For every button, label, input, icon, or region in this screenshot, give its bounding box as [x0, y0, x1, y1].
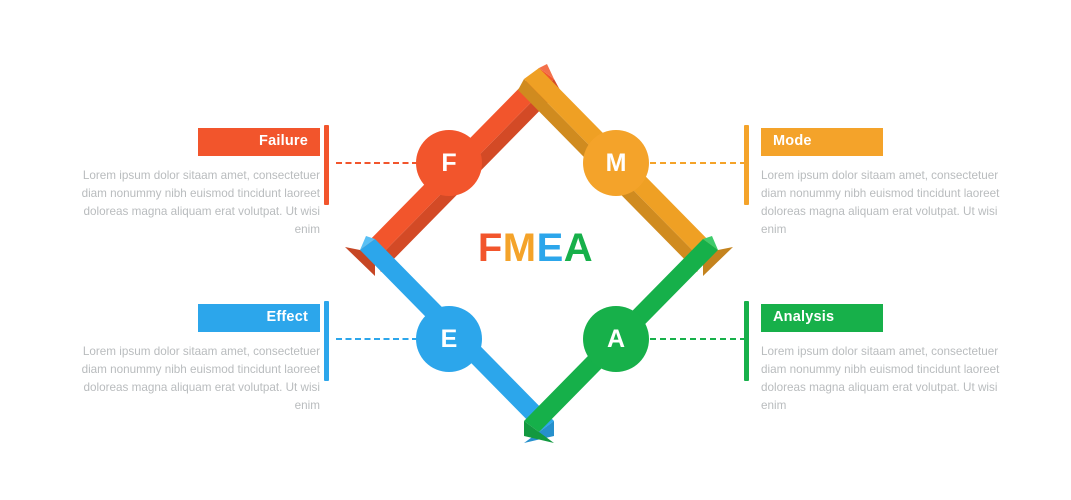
connector-dashed-analysis: [650, 338, 746, 340]
label-analysis[interactable]: Analysis: [761, 304, 883, 332]
accent-bar-effect: [324, 301, 329, 381]
node-effect-letter: E: [440, 324, 458, 353]
fmea-title-letter-f: F: [477, 226, 503, 270]
description-failure: Lorem ipsum dolor sitaam amet, consectet…: [81, 168, 320, 236]
fmea-title-letter-m: M: [502, 226, 537, 270]
description-mode: Lorem ipsum dolor sitaam amet, consectet…: [761, 168, 1000, 236]
label-mode[interactable]: Mode: [761, 128, 883, 156]
panel-effect: Effect Lorem ipsum dolor sitaam amet, co…: [70, 304, 320, 415]
accent-bar-failure: [324, 125, 329, 205]
edge-failure-bevel: [345, 247, 375, 276]
accent-bar-analysis: [744, 301, 749, 381]
panel-failure: Failure Lorem ipsum dolor sitaam amet, c…: [70, 128, 320, 239]
node-mode-letter: M: [605, 148, 627, 177]
edge-analysis-highlight: [703, 236, 718, 250]
node-effect[interactable]: E: [416, 306, 482, 372]
edge-failure-highlight: [539, 64, 554, 79]
edge-analysis-shade: [524, 421, 554, 443]
node-analysis[interactable]: A: [583, 306, 649, 372]
fmea-title-letter-a: A: [563, 226, 594, 270]
edge-mode-bevel: [703, 247, 733, 276]
connector-dashed-effect: [336, 338, 418, 340]
node-failure-letter: F: [441, 148, 457, 177]
label-failure[interactable]: Failure: [198, 128, 320, 156]
description-analysis: Lorem ipsum dolor sitaam amet, consectet…: [761, 344, 1000, 412]
node-mode[interactable]: M: [583, 130, 649, 196]
panel-analysis: Analysis Lorem ipsum dolor sitaam amet, …: [761, 304, 1011, 415]
label-effect[interactable]: Effect: [198, 304, 320, 332]
panel-mode: Mode Lorem ipsum dolor sitaam amet, cons…: [761, 128, 1011, 239]
fmea-title-letter-e: E: [536, 226, 564, 270]
node-analysis-letter: A: [606, 324, 626, 353]
accent-bar-mode: [744, 125, 749, 205]
fmea-title: FMEA: [0, 228, 1071, 268]
connector-dashed-mode: [650, 162, 746, 164]
node-failure[interactable]: F: [416, 130, 482, 196]
description-effect: Lorem ipsum dolor sitaam amet, consectet…: [81, 344, 320, 412]
edge-effect-highlight: [360, 236, 375, 250]
connector-dashed-failure: [336, 162, 418, 164]
